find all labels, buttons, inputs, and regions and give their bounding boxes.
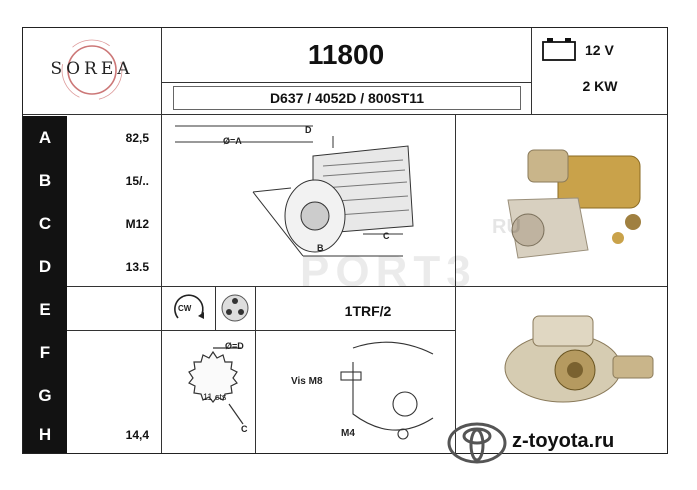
grid-line [255,286,256,330]
label-c-pinion: C [241,424,248,434]
grid-line [161,28,162,114]
rotation-label: CW [178,304,192,313]
label-diameter-d: Ø=D [225,341,244,351]
power-rating: 2 KW [582,78,618,94]
label-c: C [383,231,390,241]
terminal-code: 1TRF/2 [344,303,392,319]
teeth-count: 11 cts [203,392,227,402]
voltage: 12 V [585,42,614,58]
battery-icon [542,38,576,61]
dim-letter-f: F [23,331,67,374]
grid-line [23,286,455,287]
starter-photo-top [507,149,641,259]
part-number: 11800 [307,39,385,70]
rotation-cw-icon [174,294,204,319]
watermark-port: PORT3 [300,247,477,296]
grid-line [455,114,456,453]
dim-letter-c: C [23,202,67,245]
label-b: B [317,243,324,253]
dim-letter-b: B [23,159,67,202]
brand-logo: SOREA [23,28,161,114]
grid-line [455,286,667,287]
label-diameter-a: Ø=A [223,136,242,146]
dim-letter-e: E [23,288,67,331]
toyota-logo-icon [447,422,507,464]
dim-value-h: 14,4 [125,428,149,442]
dim-letter-h: H [23,417,67,453]
dim-letter-d: D [23,245,67,288]
dim-value-a: 82,5 [125,130,149,145]
grid-line [161,82,531,83]
starter-side-drawing [175,125,414,257]
dim-value-b: 15/.. [125,173,149,188]
dim-letter-g: G [23,374,67,417]
dim-value-e [73,288,157,331]
starter-photo-bottom [504,315,654,403]
grid-line [23,114,667,115]
watermark-ru: RU [492,216,521,238]
grid-line [255,330,256,453]
grid-line [23,330,455,331]
dim-value-g [73,374,157,417]
spec-sheet: SOREA 11800 D637 / 4052D / 800ST11 12 V … [22,27,668,454]
dim-value-d: 13.5 [125,259,149,274]
thread-label: M4 [341,428,355,439]
grid-line [161,114,162,453]
site-watermark: z-toyota.ru [512,430,615,452]
dim-value-c: M12 [125,216,149,231]
dim-letter-a: A [23,116,67,159]
brand-name: SOREA [50,59,134,79]
dim-value-f [73,331,157,374]
reference-numbers: D637 / 4052D / 800ST11 [173,86,521,110]
screw-label: Vis M8 [291,376,323,387]
pinion-teeth-drawing [188,347,244,425]
logo-ring-icon [61,39,123,101]
label-d: D [305,125,312,135]
grid-line [215,286,216,330]
solenoid-terminal-drawing [340,341,434,440]
grid-line [531,28,532,114]
connector-plug-icon [221,294,249,322]
